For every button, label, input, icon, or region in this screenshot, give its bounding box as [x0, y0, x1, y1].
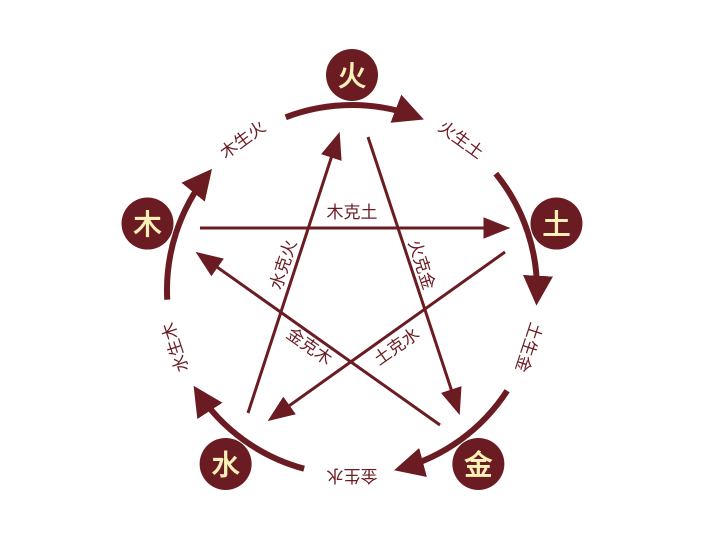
generating-arc-earth [493, 171, 553, 306]
element-circle [199, 437, 252, 490]
overcoming-arrow-earth [267, 250, 506, 422]
generating-label: 火生土 [434, 117, 487, 163]
element-label: 水 [212, 448, 241, 481]
element-label: 金 [463, 448, 493, 481]
overcoming-label: 土克水 [370, 324, 423, 370]
generating-arc-water [193, 385, 305, 472]
element-circle [326, 49, 378, 101]
element-circle [452, 437, 505, 490]
generating-arc-wood [164, 168, 213, 300]
element-label: 火 [338, 60, 366, 93]
generating-arc-metal [394, 389, 510, 477]
generating-label: 金生水 [327, 465, 378, 485]
element-node-wood: 木 [121, 197, 174, 250]
element-circle [530, 197, 583, 250]
overcoming-arrow-metal [195, 251, 441, 427]
element-node-metal: 金 [452, 437, 505, 490]
element-circle [121, 197, 174, 250]
generating-label: 木生火 [217, 117, 270, 163]
element-node-fire: 火 [326, 49, 378, 101]
element-node-earth: 土 [530, 197, 583, 250]
element-label: 木 [133, 208, 162, 241]
element-node-water: 水 [199, 437, 252, 490]
generating-arc-fire [284, 94, 424, 123]
overcoming-label: 木克土 [327, 203, 378, 223]
overcoming-arrow-fire [366, 136, 462, 416]
element-label: 土 [542, 208, 570, 241]
generating-label: 土生金 [511, 320, 546, 375]
generating-label: 水生木 [159, 320, 194, 375]
overcoming-arrow-water [246, 131, 342, 414]
